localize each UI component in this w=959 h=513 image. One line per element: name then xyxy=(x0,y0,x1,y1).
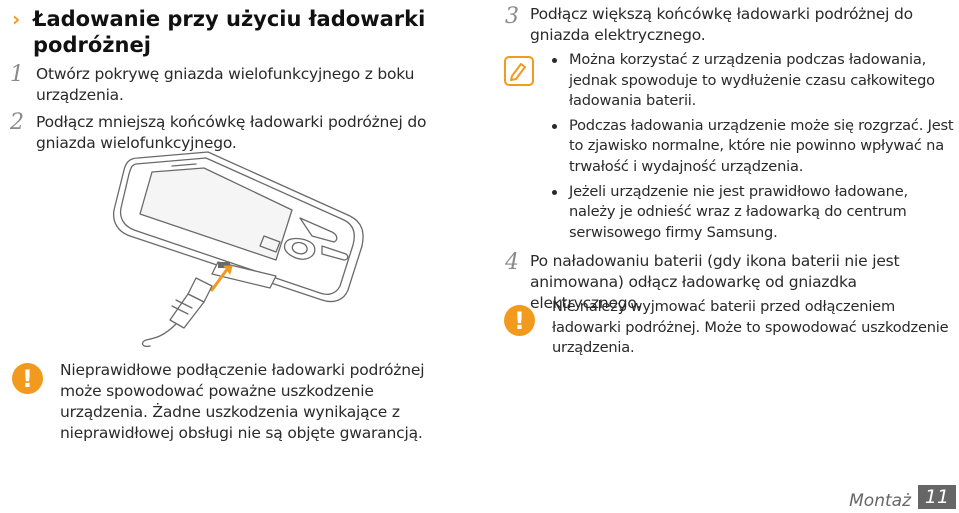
step-number-2: 2 xyxy=(10,110,24,135)
note-bullet-text: Jeżeli urządzenie nie jest prawidłowo ła… xyxy=(569,182,908,241)
step-text-1: Otwórz pokrywę gniazda wielofunkcyjnego … xyxy=(36,65,415,104)
note-bullet: Można korzystać z urządzenia podczas ład… xyxy=(549,50,954,112)
warning-icon: ! xyxy=(504,305,535,336)
note-bullet: Podczas ładowania urządzenie może się ro… xyxy=(549,116,954,178)
footer-section-label: Montaż xyxy=(849,491,911,511)
step-number-4: 4 xyxy=(505,250,519,275)
bullet-dot-icon xyxy=(552,189,557,195)
right-warning-text: Nie należy wyjmować baterii przed odłącz… xyxy=(552,298,949,357)
left-warning-text: Nieprawidłowe podłączenie ładowarki podr… xyxy=(60,361,425,442)
step-text-4: Po naładowaniu baterii (gdy ikona bateri… xyxy=(530,252,900,312)
step-text-2: Podłącz mniejszą końcówkę ładowarki podr… xyxy=(36,113,427,152)
note-bullet: Jeżeli urządzenie nie jest prawidłowo ła… xyxy=(549,182,954,244)
bullet-dot-icon xyxy=(552,58,557,63)
section-heading: › Ładowanie przy użyciu ładowarki podróż… xyxy=(12,6,452,58)
note-bullet-list: Można korzystać z urządzenia podczas ład… xyxy=(549,50,954,247)
step-number-1: 1 xyxy=(10,62,24,87)
section-title: Ładowanie przy użyciu ładowarki podróżne… xyxy=(33,7,426,57)
step-text-3: Podłącz większą końcówkę ładowarki podró… xyxy=(530,5,913,44)
bullet-dot-icon xyxy=(552,123,557,129)
phone-charging-illustration xyxy=(100,150,390,350)
note-bullet-text: Podczas ładowania urządzenie może się ro… xyxy=(569,116,954,175)
chevron-right-icon: › xyxy=(12,7,21,31)
page-number: 11 xyxy=(918,485,956,509)
note-bullet-text: Można korzystać z urządzenia podczas ład… xyxy=(569,51,935,110)
warning-icon: ! xyxy=(12,363,43,394)
step-number-3: 3 xyxy=(505,4,519,29)
note-icon xyxy=(504,56,534,86)
